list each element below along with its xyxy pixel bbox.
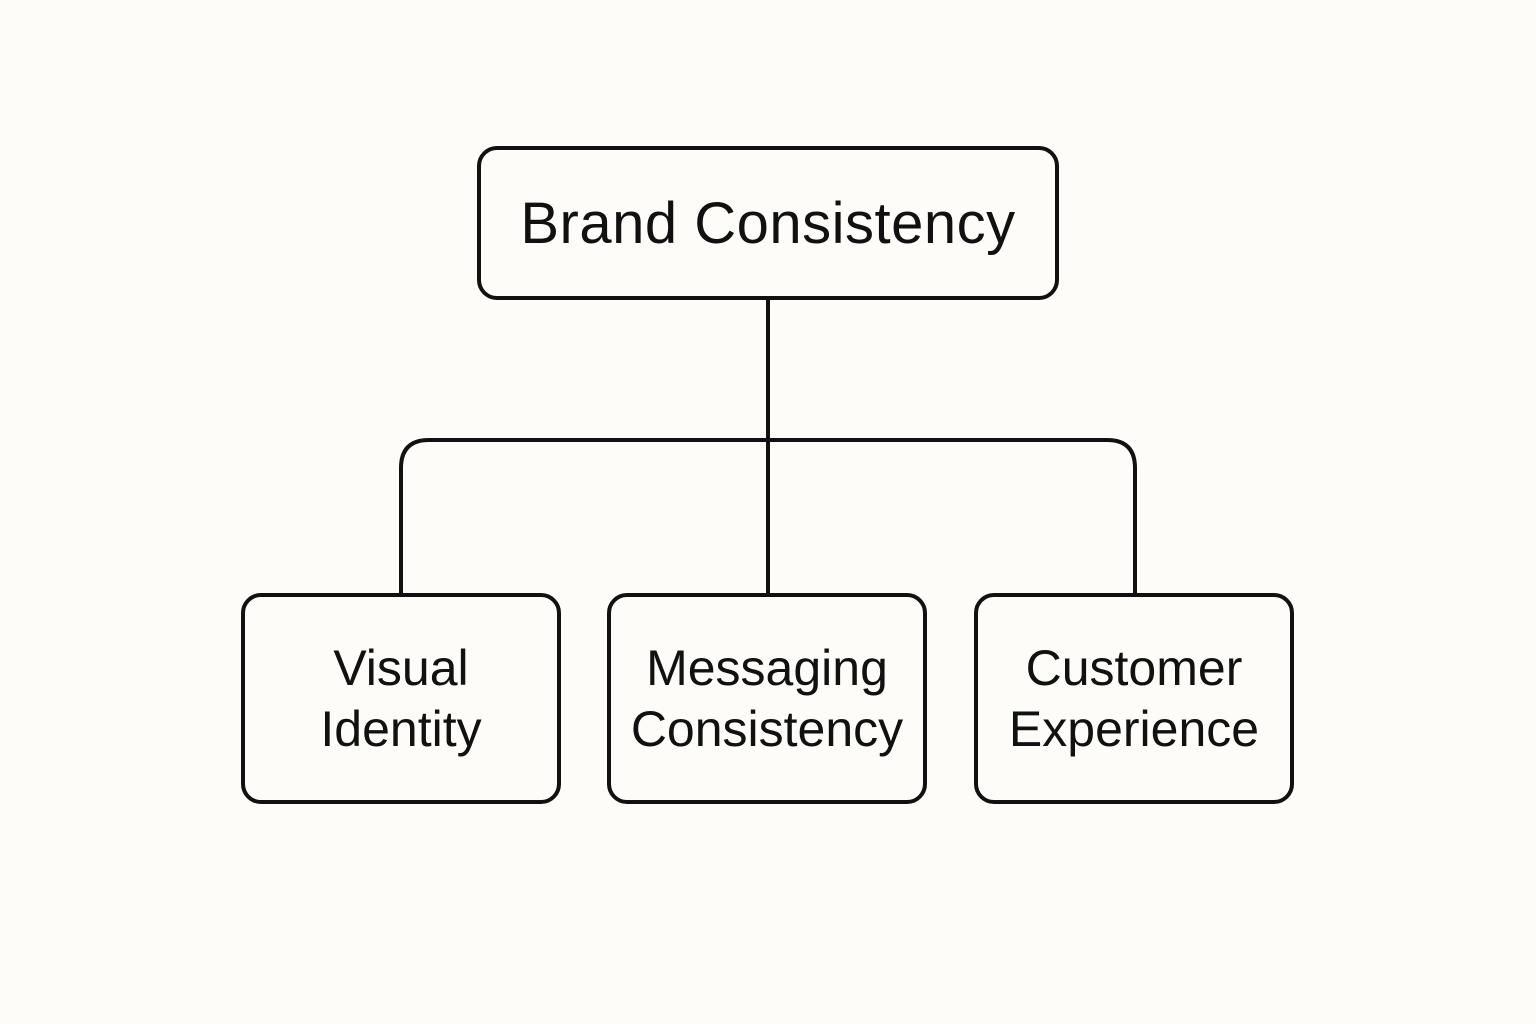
node-customer-experience-line-2: Experience: [1008, 700, 1260, 757]
node-customer-experience-line-1: Customer: [1025, 639, 1243, 696]
node-messaging-consistency: Messaging Consistency: [607, 593, 927, 804]
node-brand-consistency-label: Brand Consistency: [520, 190, 1016, 256]
node-messaging-consistency-line-2: Consistency: [630, 700, 904, 757]
node-messaging-consistency-line-1: Messaging: [646, 639, 888, 696]
node-visual-identity: Visual Identity: [241, 593, 561, 804]
node-customer-experience: Customer Experience: [974, 593, 1294, 804]
node-visual-identity-line-1: Visual: [333, 639, 469, 696]
connector-branch-bar: [399, 438, 1137, 593]
node-brand-consistency: Brand Consistency: [477, 146, 1059, 300]
node-visual-identity-line-2: Identity: [320, 700, 482, 757]
